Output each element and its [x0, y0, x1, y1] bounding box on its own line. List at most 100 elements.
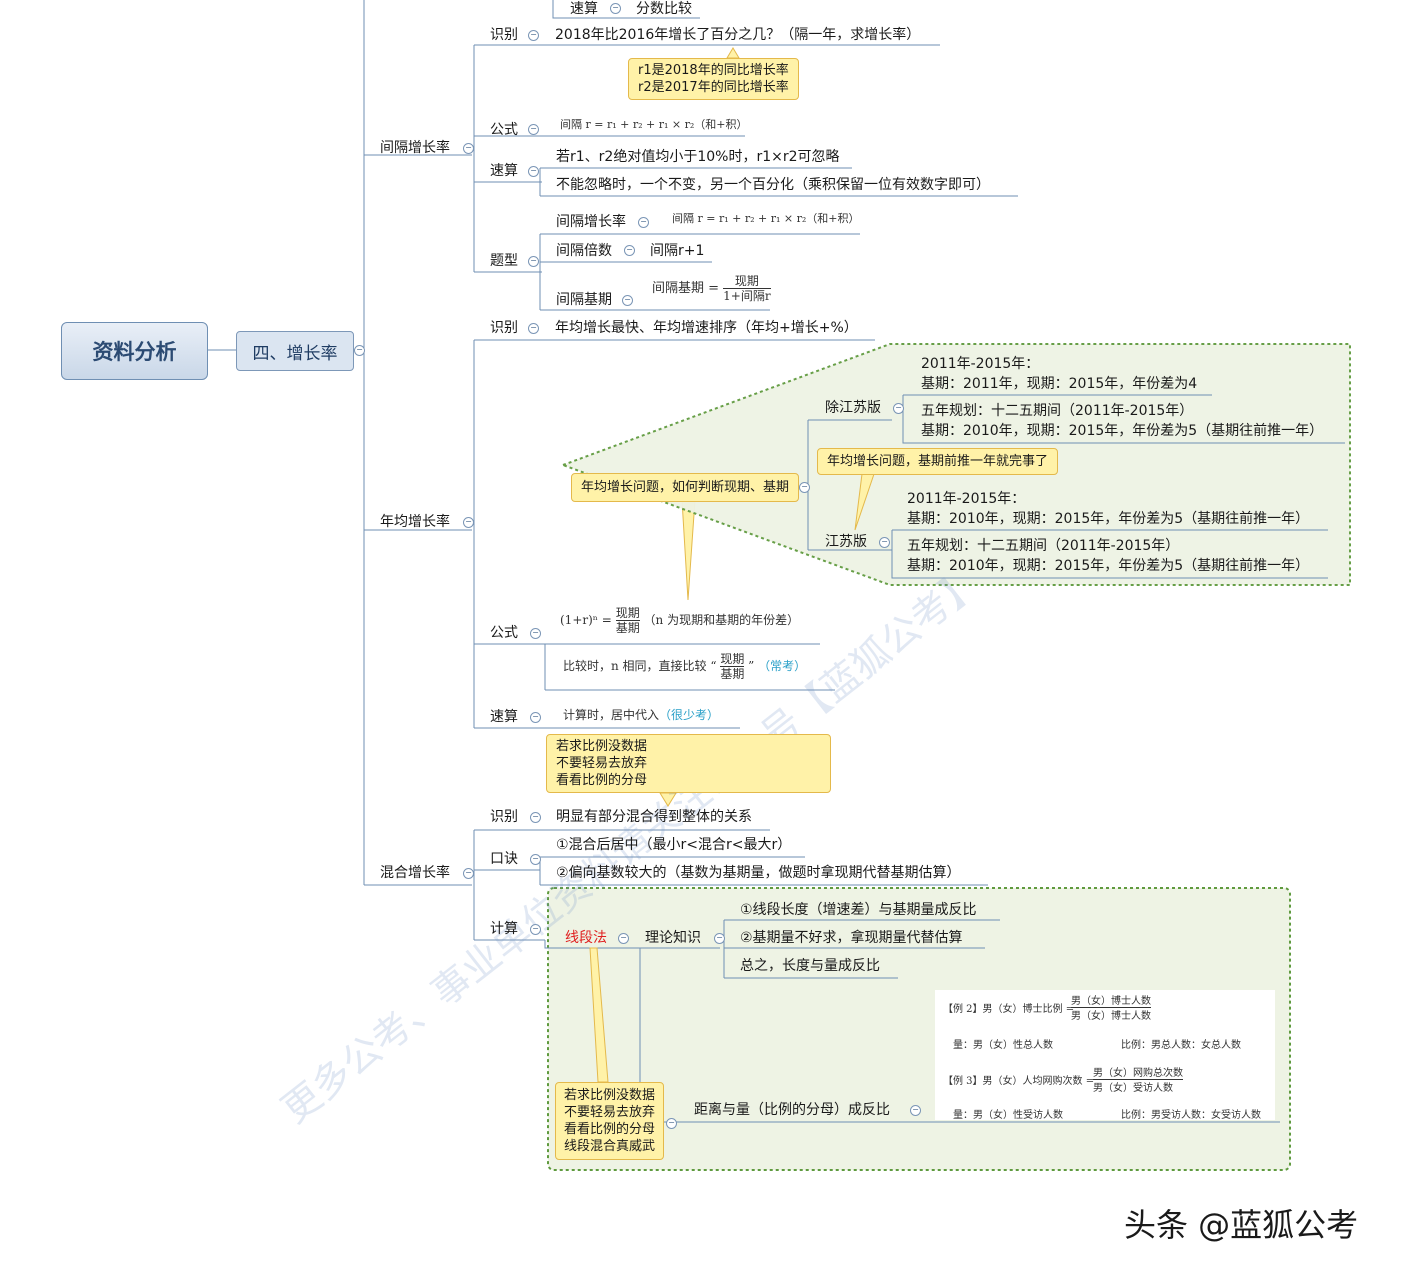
collapse-toggle-icon[interactable]: −	[666, 1118, 677, 1129]
mix-tip-label[interactable]: 口诀	[490, 851, 518, 867]
fraction-numerator: 现期	[720, 652, 745, 667]
mix-method[interactable]: 线段法	[565, 930, 607, 946]
speed-text: 计算时，居中代入	[563, 708, 660, 722]
collapse-toggle-icon[interactable]: −	[610, 3, 621, 14]
annual-ex-b[interactable]: 基期：2010年，现期：2015年，年份差为5（基期往前推一年）	[921, 423, 1324, 439]
top-speed-label[interactable]: 速算	[570, 1, 598, 17]
fraction-numerator: 现期	[723, 274, 771, 289]
example-line: 男（女）博士人数	[1071, 992, 1151, 1008]
collapse-toggle-icon[interactable]: −	[463, 517, 474, 528]
formula-fraction: 现期基期	[615, 606, 640, 635]
example-line: 男（女）网购总次数	[1093, 1064, 1183, 1080]
interval-speed-label[interactable]: 速算	[490, 163, 518, 179]
annual-title[interactable]: 年均增长率	[380, 514, 450, 530]
annual-ex-b[interactable]: 五年规划：十二五期间（2011年-2015年）	[921, 403, 1194, 419]
interval-identify-label[interactable]: 识别	[490, 27, 518, 43]
compare-right: ”	[748, 659, 755, 673]
collapse-toggle-icon[interactable]: −	[530, 812, 541, 823]
mix-callout-examples[interactable]: 若求比例没数据 不要轻易去放弃 看看比例的分母	[546, 734, 831, 793]
example-line: 比例：男总人数：女总人数	[1121, 1040, 1241, 1051]
interval-type-multiple-value[interactable]: 间隔r+1	[650, 243, 705, 259]
collapse-toggle-icon[interactable]: −	[354, 345, 365, 356]
compare-note: （常考）	[758, 659, 807, 673]
mix-identify-text[interactable]: 明显有部分混合得到整体的关系	[556, 809, 752, 825]
mix-callout-rhyme[interactable]: 若求比例没数据 不要轻易去放弃 看看比例的分母 线段混合真威武	[555, 1082, 665, 1160]
formula-left: (1+r)ⁿ =	[560, 613, 612, 627]
collapse-toggle-icon[interactable]: −	[463, 868, 474, 879]
collapse-toggle-icon[interactable]: −	[528, 30, 539, 41]
collapse-toggle-icon[interactable]: −	[624, 245, 635, 256]
mix-calc-label[interactable]: 计算	[490, 921, 518, 937]
annual-ex-label[interactable]: 除江苏版	[825, 400, 881, 416]
collapse-toggle-icon[interactable]: −	[528, 124, 539, 135]
interval-type-label[interactable]: 题型	[490, 253, 518, 269]
callout-line: 若求比例没数据	[556, 739, 648, 754]
callout-line: 线段混合真威武	[564, 1139, 656, 1154]
fraction-denominator: 1+间隔r	[723, 289, 771, 303]
compare-left: 比较时，n 相同，直接比较 “	[563, 659, 717, 673]
mix-theory-label[interactable]: 理论知识	[645, 930, 701, 946]
interval-type-multiple[interactable]: 间隔倍数	[556, 243, 612, 259]
collapse-toggle-icon[interactable]: −	[714, 933, 725, 944]
example-line: 男（女）受访人数	[1093, 1083, 1173, 1094]
annual-ex-a[interactable]: 基期：2011年，现期：2015年，年份差为4	[921, 376, 1198, 392]
annual-identify-text[interactable]: 年均增长最快、年均增速排序（年均+增长+%）	[555, 320, 858, 336]
collapse-toggle-icon[interactable]: −	[618, 933, 629, 944]
interval-type-base[interactable]: 间隔基期	[556, 292, 612, 308]
mix-identify-label[interactable]: 识别	[490, 809, 518, 825]
collapse-toggle-icon[interactable]: −	[530, 854, 541, 865]
mix-theory-item[interactable]: ①线段长度（增速差）与基期量成反比	[740, 902, 977, 918]
collapse-toggle-icon[interactable]: −	[528, 256, 539, 267]
interval-callout[interactable]: r1是2018年的同比增长率 r2是2017年的同比增长率	[628, 58, 799, 100]
annual-compare: 比较时，n 相同，直接比较 “ 现期基期 ” （常考）	[563, 652, 806, 681]
mix-theory-item[interactable]: ②基期量不好求，拿现期量代替估算	[740, 930, 963, 946]
interval-title[interactable]: 间隔增长率	[380, 140, 450, 156]
interval-formula-label[interactable]: 公式	[490, 122, 518, 138]
collapse-toggle-icon[interactable]: −	[910, 1105, 921, 1116]
example-line: 量：男（女）性受访人数	[953, 1110, 1063, 1121]
annual-callout-2[interactable]: 年均增长问题，基期前推一年就完事了	[817, 448, 1059, 475]
annual-js-b[interactable]: 五年规划：十二五期间（2011年-2015年）	[907, 538, 1180, 554]
callout-line: 不要轻易去放弃	[556, 756, 648, 771]
collapse-toggle-icon[interactable]: −	[530, 628, 541, 639]
annual-formula-label[interactable]: 公式	[490, 625, 518, 641]
callout-line: 不要轻易去放弃	[564, 1105, 656, 1120]
annual-speed-label[interactable]: 速算	[490, 709, 518, 725]
example-line: 【例 2】男（女）博士比例 =	[943, 1004, 1075, 1015]
annual-js-a[interactable]: 2011年-2015年：	[907, 491, 1026, 507]
collapse-toggle-icon[interactable]: −	[638, 217, 649, 228]
collapse-toggle-icon[interactable]: −	[622, 295, 633, 306]
collapse-toggle-icon[interactable]: −	[879, 537, 890, 548]
mix-tip[interactable]: ②偏向基数较大的（基数为基期量，做题时拿现期代替基期估算）	[556, 865, 961, 881]
top-speed-value[interactable]: 分数比较	[636, 1, 692, 17]
mix-tip[interactable]: ①混合后居中（最小r<混合r<最大r）	[556, 837, 792, 853]
annual-identify-label[interactable]: 识别	[490, 320, 518, 336]
root-node[interactable]: 资料分析	[61, 322, 208, 380]
annual-js-b[interactable]: 基期：2010年，现期：2015年，年份差为5（基期往前推一年）	[907, 558, 1310, 574]
collapse-toggle-icon[interactable]: −	[528, 166, 539, 177]
interval-identify-text[interactable]: 2018年比2016年增长了百分之几？（隔一年，求增长率）	[555, 27, 921, 43]
interval-type-rate[interactable]: 间隔增长率	[556, 214, 626, 230]
compare-fraction: 现期基期	[720, 652, 745, 681]
main-topic-node[interactable]: 四、增长率	[236, 331, 354, 371]
collapse-toggle-icon[interactable]: −	[528, 323, 539, 334]
collapse-toggle-icon[interactable]: −	[799, 482, 810, 493]
mix-title[interactable]: 混合增长率	[380, 865, 450, 881]
annual-ex-a[interactable]: 2011年-2015年：	[921, 356, 1040, 372]
fraction-denominator: 基期	[720, 667, 745, 681]
annual-js-label[interactable]: 江苏版	[825, 534, 867, 550]
annual-callout[interactable]: 年均增长问题，如何判断现期、基期	[571, 473, 800, 502]
interval-type-rate-formula: 间隔 r = r₁ + r₂ + r₁ × r₂（和+积）	[672, 212, 860, 225]
interval-speed-item[interactable]: 不能忽略时，一个不变，另一个百分化（乘积保留一位有效数字即可）	[556, 177, 990, 193]
collapse-toggle-icon[interactable]: −	[893, 403, 904, 414]
mix-distance[interactable]: 距离与量（比例的分母）成反比	[694, 1102, 890, 1118]
fraction-numerator: 现期	[615, 606, 640, 621]
formula-left: 间隔基期 =	[652, 281, 720, 296]
annual-js-a[interactable]: 基期：2010年，现期：2015年，年份差为5（基期往前推一年）	[907, 511, 1310, 527]
collapse-toggle-icon[interactable]: −	[463, 143, 474, 154]
collapse-toggle-icon[interactable]: −	[530, 924, 541, 935]
mix-theory-item[interactable]: 总之，长度与量成反比	[740, 958, 880, 974]
interval-speed-item[interactable]: 若r1、r2绝对值均小于10%时，r1×r2可忽略	[556, 149, 840, 165]
collapse-toggle-icon[interactable]: −	[530, 712, 541, 723]
